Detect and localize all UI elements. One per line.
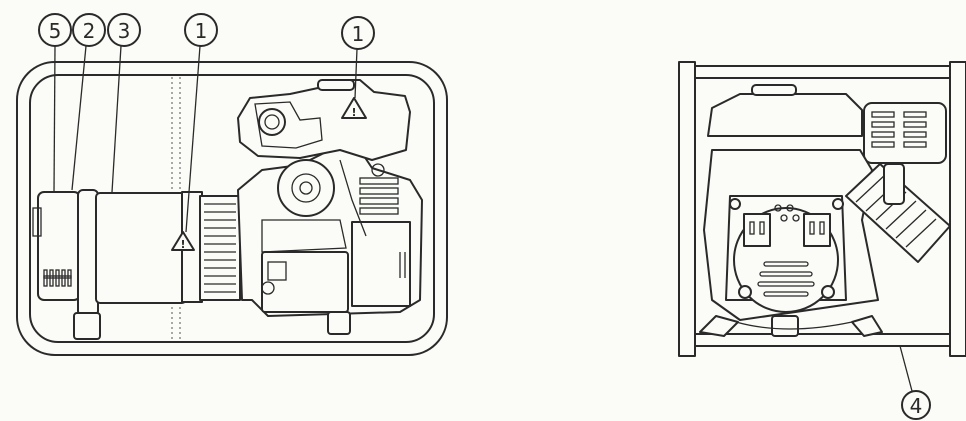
frame-inner (29, 74, 435, 343)
fuel-cap (317, 79, 355, 91)
panel-vents (757, 261, 815, 297)
warning-mark: ! (351, 106, 356, 119)
end-fuel-tank (707, 93, 863, 137)
callout-5-label: 5 (49, 19, 62, 43)
callout-1-right-label: 1 (352, 22, 365, 46)
frame-outer (16, 61, 448, 356)
callout-2: 2 (72, 13, 106, 47)
gauge-ring (258, 108, 286, 136)
frame-right-post (949, 61, 966, 357)
fuel-tank (237, 79, 411, 161)
mount-center (771, 315, 799, 337)
frame-left-post (678, 61, 696, 357)
callout-1-left: 1 (184, 13, 218, 47)
end-fuel-cap (751, 84, 797, 96)
engine (237, 79, 423, 335)
callout-5: 5 (38, 13, 72, 47)
air-cleaner (277, 159, 335, 217)
callout-4-label: 4 (910, 394, 923, 418)
cover-vents (43, 269, 72, 287)
callout-2-label: 2 (83, 19, 96, 43)
side-view: ! (16, 13, 448, 356)
callout-1-right: 1 (341, 16, 375, 50)
fan-cover (199, 195, 241, 301)
end-cylinder (845, 163, 951, 263)
end-cover (32, 191, 81, 301)
mount-right (851, 315, 883, 337)
alternator-foot (73, 312, 101, 340)
warning-mark: ! (180, 238, 185, 251)
muffler-slots (399, 252, 411, 278)
end-muffler (863, 102, 947, 164)
end-view: 4 (678, 61, 966, 420)
cylinder-fins (359, 177, 399, 215)
fan-fins (204, 203, 236, 293)
outlets (743, 213, 831, 247)
callout-3-label: 3 (118, 19, 131, 43)
callout-1-left-label: 1 (195, 19, 208, 43)
end-muffler-slots (871, 111, 927, 148)
callout-4: 4 (901, 390, 931, 420)
warning-triangle-icon: ! (171, 231, 195, 251)
warning-triangle-icon: ! (341, 97, 367, 119)
callout-3: 3 (107, 13, 141, 47)
